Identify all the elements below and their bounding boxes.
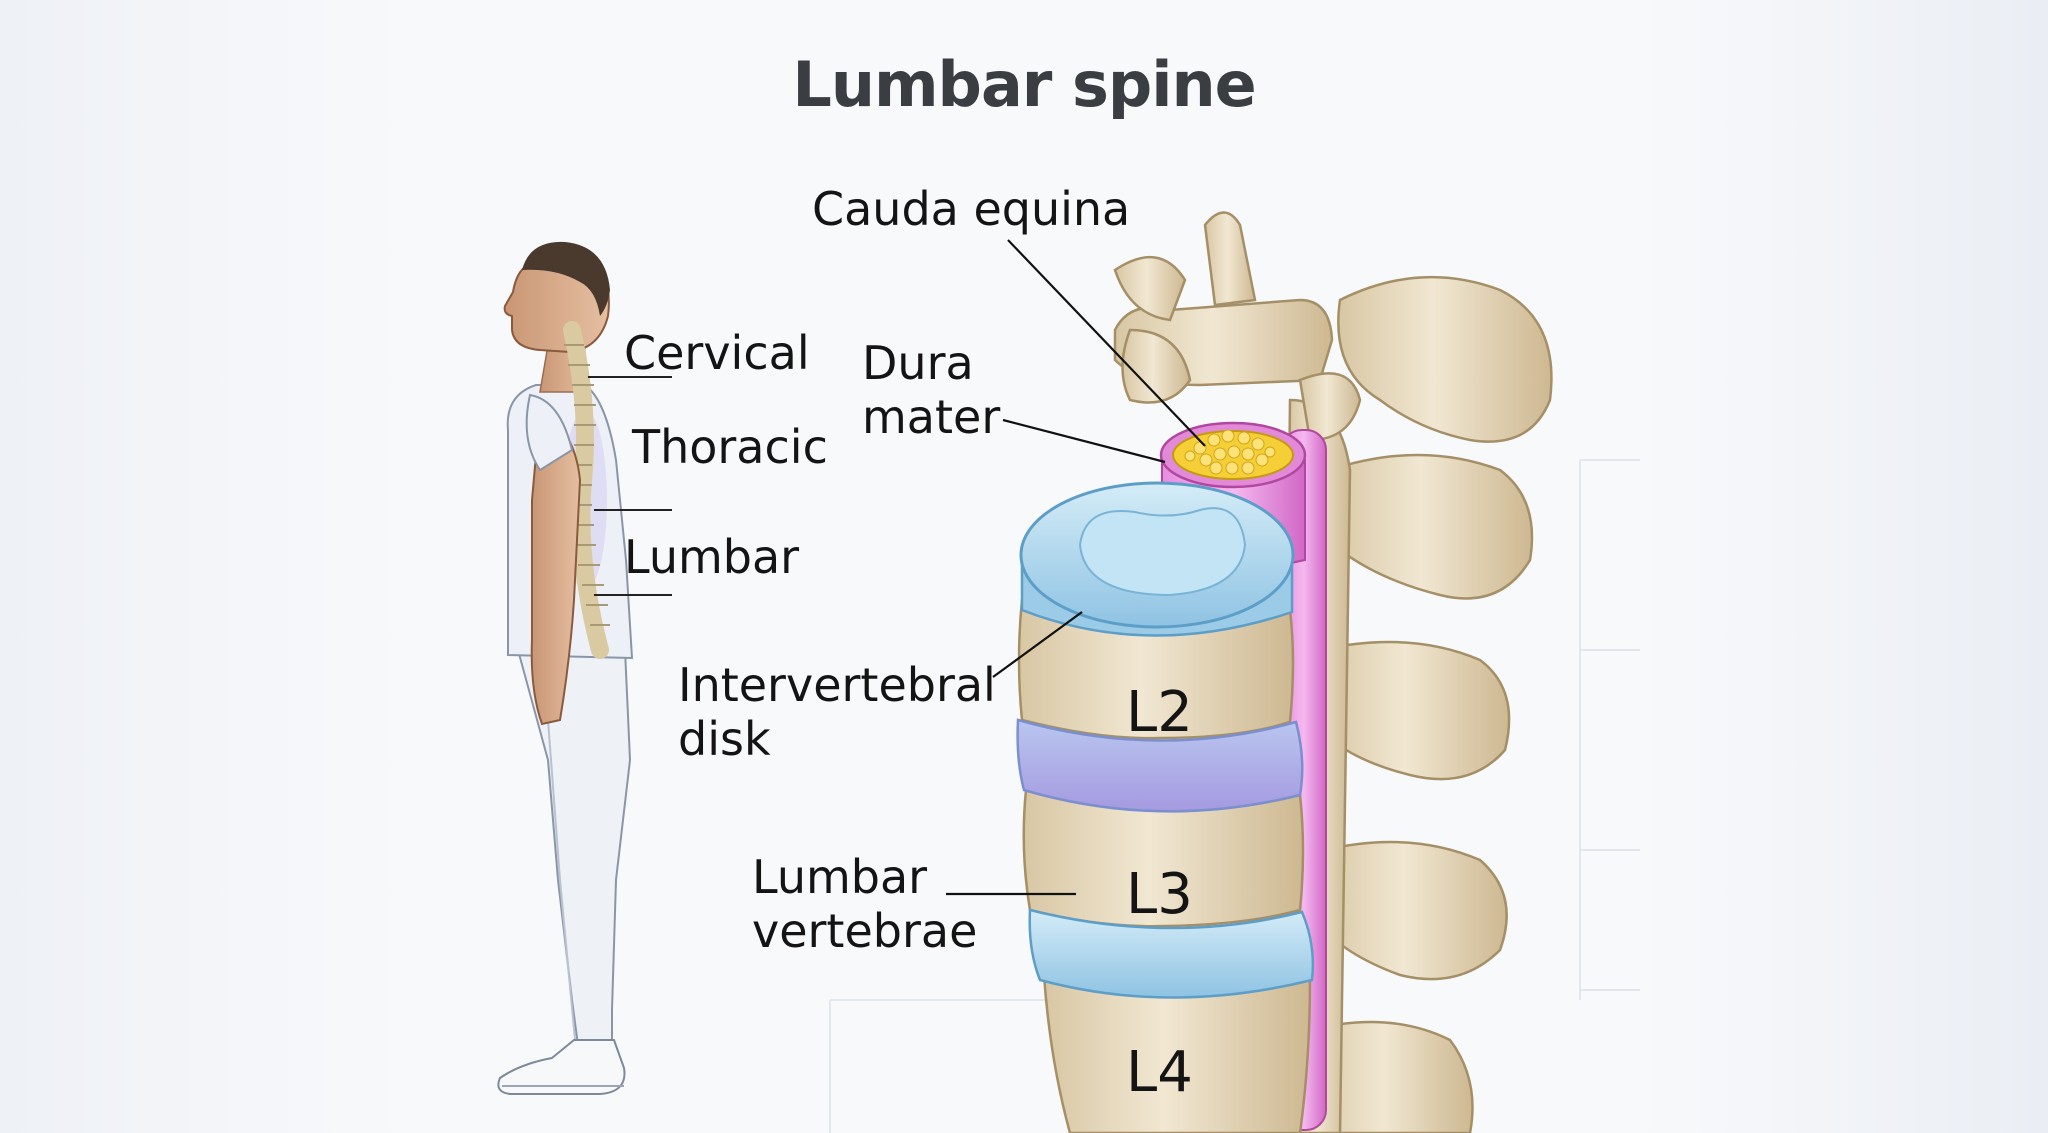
label-vertebra-l2: L2 bbox=[1126, 680, 1193, 745]
label-thoracic: Thoracic bbox=[632, 420, 828, 474]
label-lumbar: Lumbar bbox=[624, 530, 800, 584]
vertebra-body-l2 bbox=[1017, 598, 1295, 740]
label-vertebra-l3: L3 bbox=[1126, 862, 1193, 927]
vertebra-body-l3 bbox=[1022, 788, 1305, 928]
spine-detail bbox=[1016, 211, 1553, 1133]
label-cervical: Cervical bbox=[624, 326, 810, 380]
hair bbox=[522, 241, 610, 316]
label-intervertebral-disk-line2: disk bbox=[678, 712, 771, 766]
label-dura-mater-line2: mater bbox=[862, 390, 1001, 444]
label-vertebra-l4: L4 bbox=[1126, 1040, 1193, 1105]
label-lumbar-vertebrae-line1: Lumbar bbox=[752, 850, 928, 904]
label-dura-mater-line1: Dura bbox=[862, 336, 974, 390]
nucleus-pulposus bbox=[1078, 507, 1247, 597]
figure-leader-lines bbox=[588, 376, 672, 596]
intervertebral-disks bbox=[1016, 481, 1315, 999]
shoe bbox=[497, 1039, 626, 1095]
vertebral-bodies bbox=[1017, 598, 1312, 1133]
label-lumbar-vertebrae-line2: vertebrae bbox=[752, 904, 978, 958]
human-figure bbox=[497, 241, 634, 1095]
label-cauda-equina: Cauda equina bbox=[812, 182, 1131, 236]
vertebra-body-l4 bbox=[1042, 973, 1312, 1133]
anatomy-leader-lines bbox=[946, 239, 1206, 896]
disk-l3-l4 bbox=[1028, 908, 1315, 999]
diagram-title: Lumbar spine bbox=[792, 48, 1256, 121]
figure-spine bbox=[563, 321, 610, 659]
top-vertebra-arch bbox=[1113, 211, 1362, 442]
label-intervertebral-disk-line1: Intervertebral bbox=[678, 658, 996, 712]
disk-l2-l3 bbox=[1016, 718, 1304, 813]
